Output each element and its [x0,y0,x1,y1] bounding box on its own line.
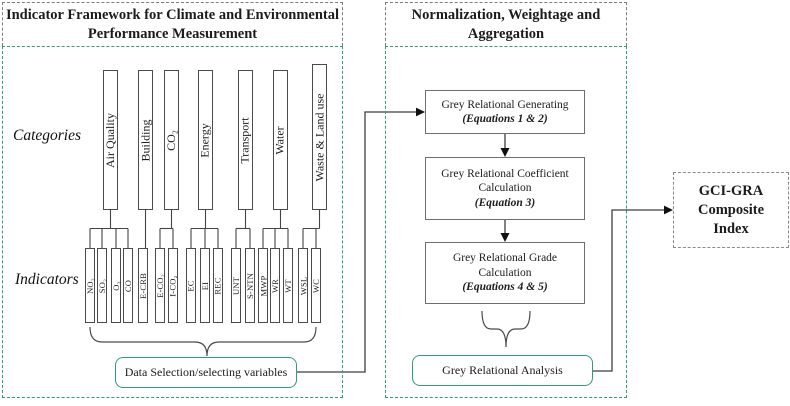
left-panel-title: Indicator Framework for Climate and Envi… [2,2,343,46]
indicator-box-rec: REC [213,248,223,323]
indicator-box-wr: WR [270,248,280,323]
step-text: Grey Relational Generating [441,98,569,111]
arrow-step1-to-step2 [500,134,510,157]
indicator-label: WT [283,278,293,293]
indicator-label: S-NTN [245,272,255,299]
indicator-box-ec: EC [186,248,196,323]
indicator-box-o3: O₃ [111,248,121,323]
category-box-energy: Energy [198,70,213,210]
left-title-line-1: Indicator Framework for Climate and Envi… [5,6,340,23]
step-box-grey-relational-coefficient: Grey Relational Coefficient Calculation … [425,157,585,220]
middle-title-line-2: Aggregation [467,25,545,42]
analysis-brace [481,310,531,348]
step-text: Calculation [478,266,532,279]
arrow-step2-to-step3 [500,220,510,242]
indicator-label: E-CRB [138,272,148,299]
indicator-box-s-ntn: S-NTN [245,248,255,323]
category-box-co2: CO₂ [164,70,179,210]
category-indicator-connectors [89,210,321,248]
indicator-box-e-crb: E-CRB [138,248,148,323]
indicator-box-mwp: MWP [258,248,268,323]
step-equation: (Equations 4 & 5) [462,281,548,294]
indicator-label: WR [270,278,280,293]
indicator-box-wt: WT [283,248,293,323]
indicator-box-wsl: WSL [298,248,308,323]
indicator-label: O₃ [111,280,122,291]
step-box-grey-relational-grade: Grey Relational Grade Calculation (Equat… [425,242,585,304]
step-box-grey-relational-generating: Grey Relational Generating (Equations 1 … [425,90,585,134]
step-text: Calculation [478,182,532,195]
left-title-line-2: Performance Measurement [87,25,258,42]
category-label: Building [138,118,153,162]
category-label: Water [273,125,288,155]
category-box-transport: Transport [238,70,253,210]
indicator-label: REC [213,276,224,295]
step-text: Grey Relational Grade [452,252,558,265]
indicators-label: Indicators [15,271,79,288]
indicator-label: EC [186,279,197,292]
indicator-label: EI [200,281,210,290]
indicator-box-i-co2: I-CO₂ [168,248,178,323]
category-label: Transport [238,116,253,164]
category-label: Energy [198,122,212,158]
indicator-label: E-CO₂ [155,273,166,298]
arrow-data-selection-to-generating [297,107,425,373]
indicator-box-no2: NO₂ [85,248,95,323]
indicator-label: WC [311,278,321,293]
step-equation: (Equation 3) [474,196,536,209]
indicator-box-wc: WC [311,248,321,323]
left-panel-body [2,46,343,398]
indicator-label: MWP [258,275,269,296]
indicator-label: CO [123,279,133,292]
arrow-analysis-to-output [593,205,673,372]
indicators-brace [89,326,317,357]
indicator-label: I-CO₂ [168,274,178,297]
category-box-waste-land-use: Waste & Land use [312,64,327,210]
output-line-3: Index [713,220,749,237]
category-label: CO₂ [164,129,179,151]
indicator-label: NO₂ [85,277,95,294]
grey-relational-analysis-box: Grey Relational Analysis [412,355,593,386]
step-equation: (Equations 1 & 2) [462,113,548,125]
gci-gra-composite-index-box: GCI-GRA Composite Index [673,172,789,248]
middle-title-line-1: Normalization, Weightage and [411,6,601,23]
data-selection-box: Data Selection/selecting variables [115,357,297,388]
indicator-box-co: CO [123,248,133,323]
middle-panel-title: Normalization, Weightage and Aggregation [385,2,627,46]
category-label: Waste & Land use [312,92,327,182]
category-box-air-quality: Air Quality [103,70,118,210]
indicator-label: UNT [231,276,242,295]
category-label: Air Quality [103,112,117,168]
category-box-water: Water [273,70,288,210]
indicator-box-ei: EI [200,248,210,323]
indicator-box-unt: UNT [231,248,241,323]
categories-label: Categories [13,127,82,144]
middle-panel-body [385,46,627,398]
output-line-1: GCI-GRA [698,182,764,199]
indicator-label: SO₂ [97,278,107,293]
step-text: Grey Relational Coefficient [441,167,569,180]
indicator-box-so2: SO₂ [97,248,107,323]
category-box-building: Building [138,70,153,210]
indicator-label: WSL [298,276,309,295]
output-line-2: Composite [697,201,765,218]
indicator-box-e-co2: E-CO₂ [155,248,165,323]
